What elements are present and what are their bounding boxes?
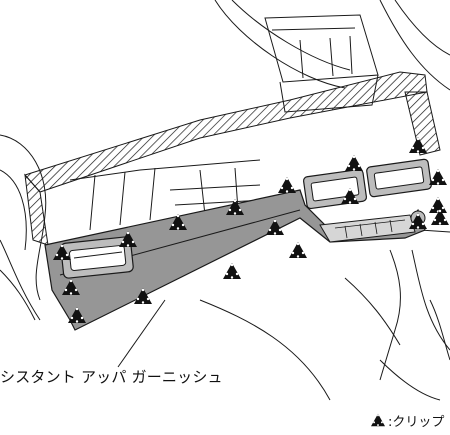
clip-marker	[429, 169, 447, 185]
clip-marker	[429, 197, 447, 213]
background-line-art	[0, 0, 450, 401]
clip-marker	[223, 263, 241, 279]
clip-marker-icon	[371, 413, 385, 427]
legend: :クリップ	[370, 410, 444, 430]
clip-marker	[345, 155, 363, 171]
dashboard-top-hatched-edge	[24, 71, 428, 193]
center-air-vents	[302, 158, 432, 210]
dashboard-right-hatched-edge	[404, 91, 441, 156]
center-control-panel	[319, 210, 426, 243]
clip-marker	[278, 177, 296, 193]
part-name-label: シスタント アッパ ガーニッシュ	[0, 368, 223, 386]
clip-marker	[289, 242, 307, 258]
legend-label: :クリップ	[388, 414, 445, 430]
callout-leader-line	[117, 299, 166, 368]
left-air-vent	[60, 236, 134, 279]
